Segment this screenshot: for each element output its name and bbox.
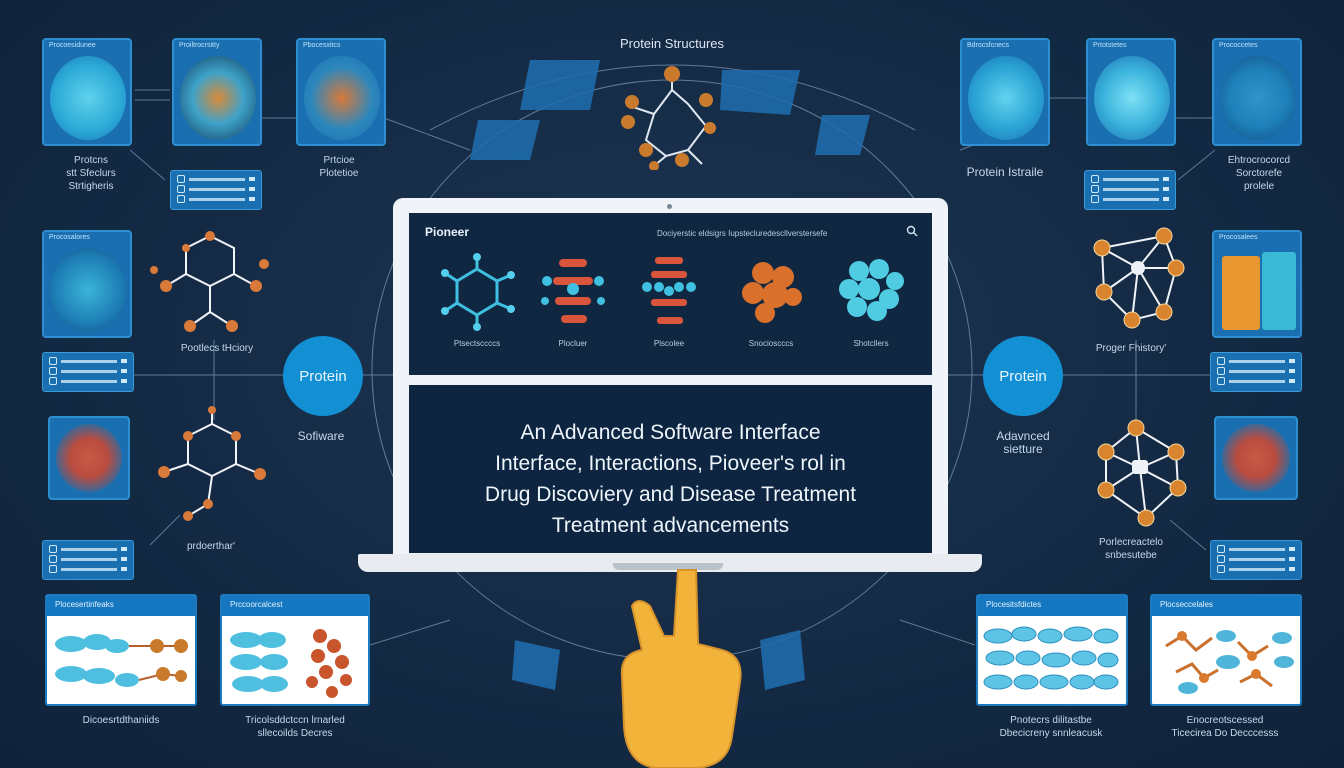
protein-helix-icon	[642, 257, 696, 324]
label-software: Sofiware	[297, 429, 345, 443]
top-molecule-graphic	[621, 66, 716, 170]
protein-red-image	[1222, 424, 1290, 492]
protein-tile[interactable]: Proiltrocrsitty	[172, 38, 262, 146]
molecule-graphic	[1093, 227, 1185, 329]
protein-tile[interactable]	[48, 416, 130, 500]
card-header: Prccoorcalcest	[222, 596, 368, 616]
protein-label: Plocluer	[558, 339, 588, 348]
tile-tab-label: Prococcetes	[1219, 42, 1258, 49]
protein-label: Ptsectsccccs	[453, 339, 501, 348]
headline-line-2: Interface, Interactions, Pioveer's rol i…	[495, 452, 846, 475]
protein-chain-diagram	[983, 626, 1119, 690]
protein-blob-image	[1094, 56, 1170, 140]
protein-thumbnail[interactable]: Snocioscccs	[723, 251, 819, 369]
bottom-protein-card[interactable]: Plocesitsfdictes	[976, 594, 1128, 706]
tile-tab-label: Pbocesxitcs	[303, 42, 341, 49]
protein-badge[interactable]: Protein	[983, 336, 1063, 416]
label-advanced-structure: Adavnced sietture	[996, 429, 1050, 456]
search-icon[interactable]	[906, 225, 918, 237]
protein-thumbnail[interactable]: Plscolee	[621, 251, 717, 369]
label-ehtroc: Ehtrocrocorcd Sorctorefe prolele	[1227, 155, 1291, 192]
protein-blob-image	[968, 56, 1044, 140]
data-card[interactable]	[1210, 540, 1302, 580]
protein-cell-image	[50, 248, 126, 332]
protein-blob-image	[180, 56, 256, 140]
data-card[interactable]	[42, 540, 134, 580]
protein-globule-icon	[839, 259, 904, 321]
protein-red-image	[56, 424, 122, 492]
data-card[interactable]	[1210, 352, 1302, 392]
tile-tab-label: Bdrocsfcnecs	[967, 42, 1010, 49]
beaker-cyan-icon	[1262, 252, 1296, 330]
label-bottom-left-1: Dicoesrtdthaniids	[82, 715, 160, 726]
protein-thumbnail[interactable]: Shotcllers	[823, 251, 919, 369]
label-bottom-right-1: Pnotecrs dilitastbe Dbecicreny snnleacus…	[999, 715, 1103, 739]
laptop-notch	[613, 563, 723, 570]
headline-line-1: An Advanced Software Interface	[520, 421, 821, 444]
protein-tile[interactable]: Procoesidunee	[42, 38, 132, 146]
label-porlectre: Porlecreactelo snbesutebe	[1099, 537, 1163, 561]
protein-chain-diagram	[55, 634, 188, 687]
protein-blob-image	[50, 56, 126, 140]
laptop-screen: Pioneer Dociyerstic eldsigrs Iupsteclure…	[409, 213, 932, 553]
tile-tab-label: Procosalees	[1219, 234, 1258, 241]
protein-tile[interactable]: Procosalores	[42, 230, 132, 338]
data-card[interactable]	[1084, 170, 1176, 210]
data-card[interactable]	[170, 170, 262, 210]
label-proger-history: Proger Fhistory'	[1095, 343, 1167, 354]
label-protein-tile: Prtcioe Plotetioe	[319, 155, 359, 179]
pointing-hand-icon	[620, 569, 742, 768]
molecule-graphic	[150, 231, 269, 332]
label-protein-history: Pootlecs tHciory	[180, 343, 254, 354]
label-protein-structures: Protcns stt Sfeclurs Strtigheris	[66, 155, 116, 192]
app-title: Pioneer	[425, 225, 470, 239]
protein-tile[interactable]: Pbocesxitcs	[296, 38, 386, 146]
app-window: Pioneer Dociyerstic eldsigrs Iupsteclure…	[409, 213, 932, 385]
protein-globule-icon	[742, 262, 802, 323]
bottom-protein-card[interactable]: Plocseccelales	[1150, 594, 1302, 706]
beaker-orange-icon	[1222, 256, 1260, 330]
protein-chain-diagram	[230, 629, 352, 698]
protein-chain-image	[304, 56, 380, 140]
webcam-icon	[667, 204, 672, 209]
protein-tile[interactable]: Procosalees	[1212, 230, 1302, 338]
protein-tile[interactable]: Bdrocsfcnecs	[960, 38, 1050, 146]
protein-label: Snocioscccs	[748, 339, 794, 348]
protein-cell-image	[1220, 56, 1296, 140]
label-bottom-right-2: Enocreotscessed Ticecirea Do Decccesss	[1171, 715, 1279, 739]
headline-line-4: Treatment advancements	[551, 514, 790, 537]
protein-thumbnail[interactable]: Plocluer	[525, 251, 621, 369]
card-header: Plocseccelales	[1152, 596, 1300, 616]
laptop: Pioneer Dociyerstic eldsigrs Iupsteclure…	[393, 198, 948, 562]
tile-tab-label: Procosalores	[49, 234, 90, 241]
bottom-protein-card[interactable]: Plocesertinfeaks	[45, 594, 197, 706]
headline-line-3: Drug Discoviery and Disease Treatment	[484, 483, 857, 506]
protein-label: Plscolee	[653, 339, 685, 348]
protein-badge[interactable]: Protein	[283, 336, 363, 416]
headline-panel: An Advanced Software Interface Interface…	[409, 385, 932, 553]
molecule-graphic	[158, 406, 266, 521]
protein-helix-icon	[541, 259, 605, 323]
protein-thumbnail[interactable]: Ptsectsccccs	[429, 251, 525, 369]
protein-tile[interactable]: Prococcetes	[1212, 38, 1302, 146]
molecule-graphic	[1097, 419, 1187, 527]
search-input[interactable]: Dociyerstic eldsigrs Iupstecluredescllve…	[657, 229, 828, 238]
label-protein-istraile: Protein Istraile	[966, 165, 1044, 179]
data-card[interactable]	[42, 352, 134, 392]
tile-tab-label: Proiltrocrsitty	[179, 42, 220, 49]
card-header: Plocesitsfdictes	[978, 596, 1126, 616]
protein-network-icon	[441, 253, 515, 331]
card-header: Plocesertinfeaks	[47, 596, 195, 616]
protein-tile[interactable]: Prtotstetes	[1086, 38, 1176, 146]
tile-tab-label: Procoesidunee	[49, 42, 96, 49]
bottom-protein-card[interactable]: Prccoorcalcest	[220, 594, 370, 706]
tile-tab-label: Prtotstetes	[1093, 42, 1127, 49]
protein-label: Shotcllers	[853, 339, 889, 348]
label-pretorthan: prdoerthar'	[186, 541, 236, 552]
protein-chain-diagram	[1165, 630, 1294, 694]
protein-tile[interactable]	[1214, 416, 1298, 500]
label-bottom-left-2: Tricolsddctccn lrnarled sllecoilds Decre…	[245, 715, 345, 739]
top-title: Protein Structures	[619, 36, 725, 51]
